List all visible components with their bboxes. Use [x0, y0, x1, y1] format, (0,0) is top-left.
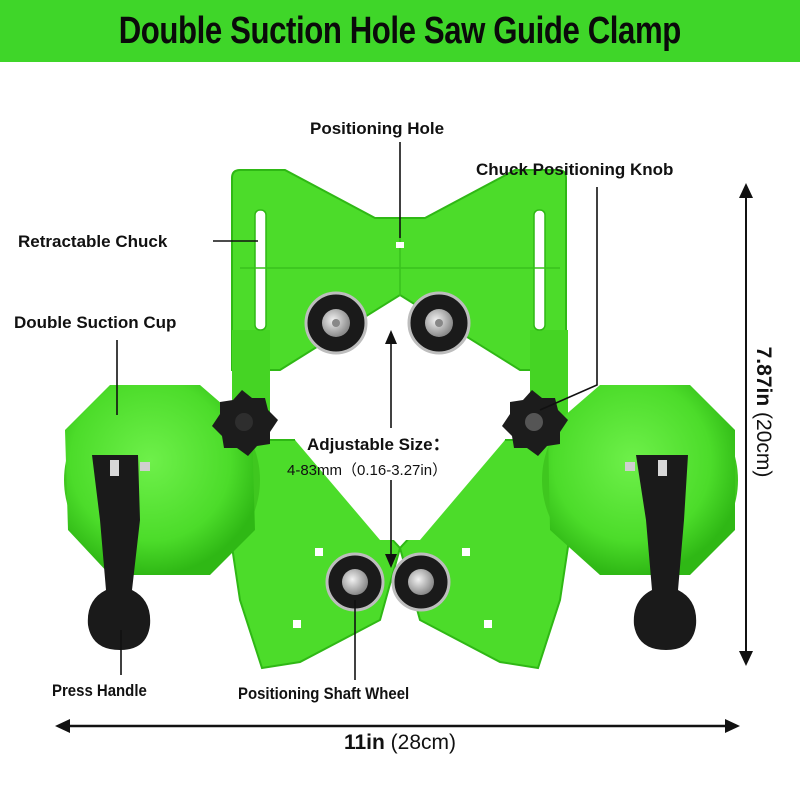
label-chuck-positioning-knob: Chuck Positioning Knob: [476, 160, 674, 179]
positioning-wheel-top-left: [304, 291, 368, 355]
width-value: 11in: [343, 731, 385, 754]
adjustable-size-value: 4-83mm（0.16-3.27in）: [287, 462, 448, 479]
chuck-positioning-knob-left: [212, 390, 278, 456]
adjustable-size-title: Adjustable Size：: [307, 435, 450, 454]
positioning-shaft-wheel-right: [391, 552, 451, 612]
page-title: Double Suction Hole Saw Guide Clamp: [118, 9, 682, 52]
press-handle-right: [625, 455, 697, 650]
positioning-wheel-top-right: [407, 291, 471, 355]
title-banner: Double Suction Hole Saw Guide Clamp: [0, 0, 800, 62]
height-dimension-label: 7.87in (20cm): [751, 347, 775, 478]
label-retractable-chuck: Retractable Chuck: [18, 232, 168, 251]
positioning-shaft-wheel-left: [325, 552, 385, 612]
chuck-knob-leader: [539, 187, 598, 411]
width-metric: (28cm): [384, 731, 457, 754]
label-press-handle: Press Handle: [52, 681, 147, 700]
height-value: 7.87in: [752, 346, 775, 407]
chuck-positioning-knob-right: [502, 390, 568, 456]
height-metric: (20cm): [752, 406, 775, 478]
adjustable-size-callout: Adjustable Size： 4-83mm（0.16-3.27in）: [287, 430, 517, 480]
press-handle-left: [87, 455, 151, 650]
width-dimension-label: 11in (28cm): [0, 731, 800, 755]
label-positioning-hole: Positioning Hole: [310, 119, 445, 138]
label-double-suction-cup: Double Suction Cup: [14, 313, 177, 332]
leader-lines: [116, 142, 598, 680]
label-positioning-shaft-wheel: Positioning Shaft Wheel: [238, 684, 410, 703]
